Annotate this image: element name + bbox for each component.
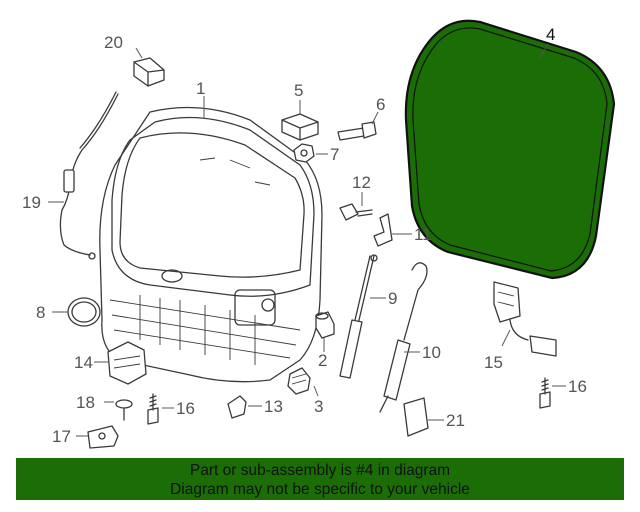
part-19-wiring-harness[interactable]: [59, 91, 119, 260]
part-7-nut[interactable]: [293, 143, 315, 163]
leader-15: [501, 329, 511, 347]
callout-9: 9: [388, 289, 397, 308]
callout-20: 20: [104, 33, 123, 52]
callout-1: 1: [196, 79, 205, 98]
part-18-clip[interactable]: [115, 399, 133, 421]
callout-8: 8: [36, 303, 45, 322]
leader-6: [371, 111, 379, 125]
part-21-cover[interactable]: [403, 397, 429, 437]
callout-14: 14: [74, 353, 93, 372]
part-3-bumper[interactable]: [287, 367, 311, 395]
part-13-clip[interactable]: [227, 395, 247, 419]
callout-16b: 16: [568, 377, 587, 396]
part-6-bolt[interactable]: [337, 121, 377, 141]
callout-10: 10: [422, 343, 441, 362]
part-12-bolt[interactable]: [339, 203, 373, 221]
part-5-cap[interactable]: [281, 113, 319, 141]
callout-18: 18: [76, 393, 95, 412]
callout-5: 5: [294, 81, 303, 100]
callout-3: 3: [314, 397, 323, 416]
part-8-grommet[interactable]: [67, 297, 101, 327]
part-20-bracket[interactable]: [133, 57, 165, 87]
callout-17: 17: [52, 427, 71, 446]
part-10-power-strut[interactable]: [379, 262, 428, 413]
callout-4: 4: [546, 25, 555, 44]
callout-21: 21: [446, 411, 465, 430]
part-17-striker[interactable]: [87, 425, 119, 449]
callout-16a: 16: [176, 399, 195, 418]
callout-19: 19: [22, 193, 41, 212]
parts-diagram: 4 1 20 19 5 6: [22, 19, 616, 449]
part-16-bolt-right[interactable]: [539, 377, 551, 409]
callout-12: 12: [352, 173, 371, 192]
part-2-bumper[interactable]: [315, 311, 335, 339]
banner-line-1: Part or sub-assembly is #4 in diagram: [189, 462, 451, 479]
callout-7: 7: [330, 145, 339, 164]
part-16-bolt-left[interactable]: [147, 393, 159, 425]
callout-15: 15: [484, 353, 503, 372]
part-14-actuator[interactable]: [107, 341, 147, 385]
part-4-weatherstrip[interactable]: [404, 19, 616, 280]
leader-3: [313, 385, 319, 397]
callout-13: 13: [264, 397, 283, 416]
callout-11: 11: [414, 225, 432, 244]
leader-4: [539, 43, 549, 59]
callout-6: 6: [376, 95, 385, 114]
part-11-bracket[interactable]: [373, 213, 393, 247]
part-9-gas-strut[interactable]: [339, 254, 378, 379]
part-1-liftgate[interactable]: [99, 106, 323, 383]
leader-20: [135, 47, 143, 59]
part-notice-banner: Part or sub-assembly is #4 in diagram Di…: [16, 458, 624, 500]
part-15-latch[interactable]: [493, 281, 557, 357]
banner-line-2: Diagram may not be specific to your vehi…: [170, 481, 470, 498]
callout-2: 2: [318, 351, 327, 370]
